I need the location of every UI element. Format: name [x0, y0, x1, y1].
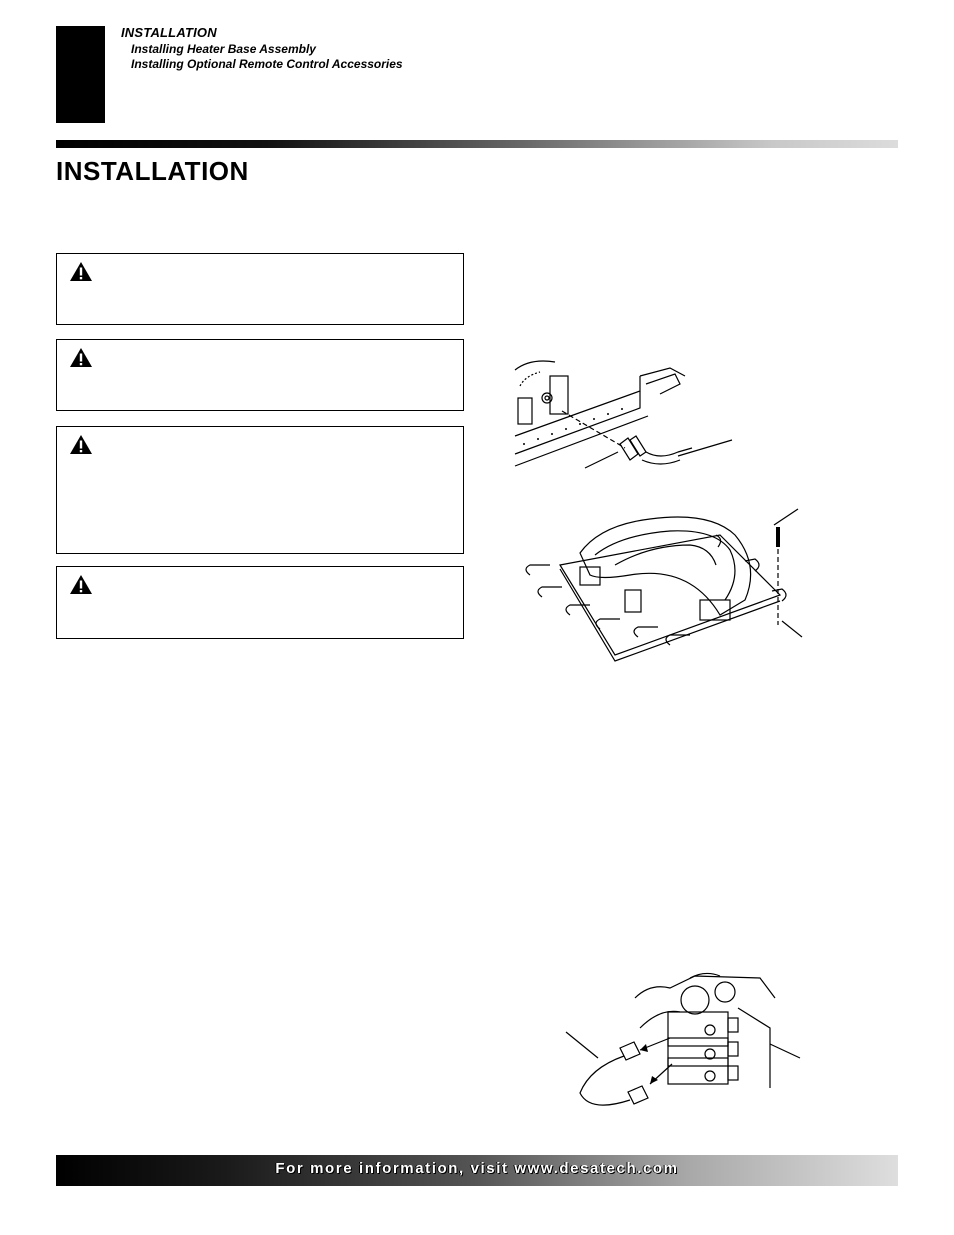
section-tab-block: [56, 26, 105, 123]
gas-line-connection-illustration: [514, 360, 733, 469]
header-gradient-rule: [56, 140, 898, 148]
warning-triangle-icon: [70, 348, 92, 367]
warning-box-1: [56, 253, 464, 325]
header-section-title: INSTALLATION: [121, 25, 217, 40]
warning-box-2: [56, 339, 464, 411]
heater-base-assembly-illustration: [525, 508, 803, 662]
header-subsection-1: Installing Heater Base Assembly: [131, 42, 316, 56]
header-subsection-2: Installing Optional Remote Control Acces…: [131, 57, 403, 71]
page-title: INSTALLATION: [56, 156, 249, 186]
footer-website-text: For more information, visit www.desatech…: [275, 1160, 679, 1177]
footer-bar: For more information, visit www.desatech…: [56, 1155, 898, 1186]
remote-receiver-connection-illustration: [565, 972, 801, 1106]
warning-box-3: [56, 426, 464, 554]
warning-triangle-icon: [70, 575, 92, 594]
warning-box-4: [56, 566, 464, 639]
warning-triangle-icon: [70, 262, 92, 281]
warning-triangle-icon: [70, 435, 92, 454]
